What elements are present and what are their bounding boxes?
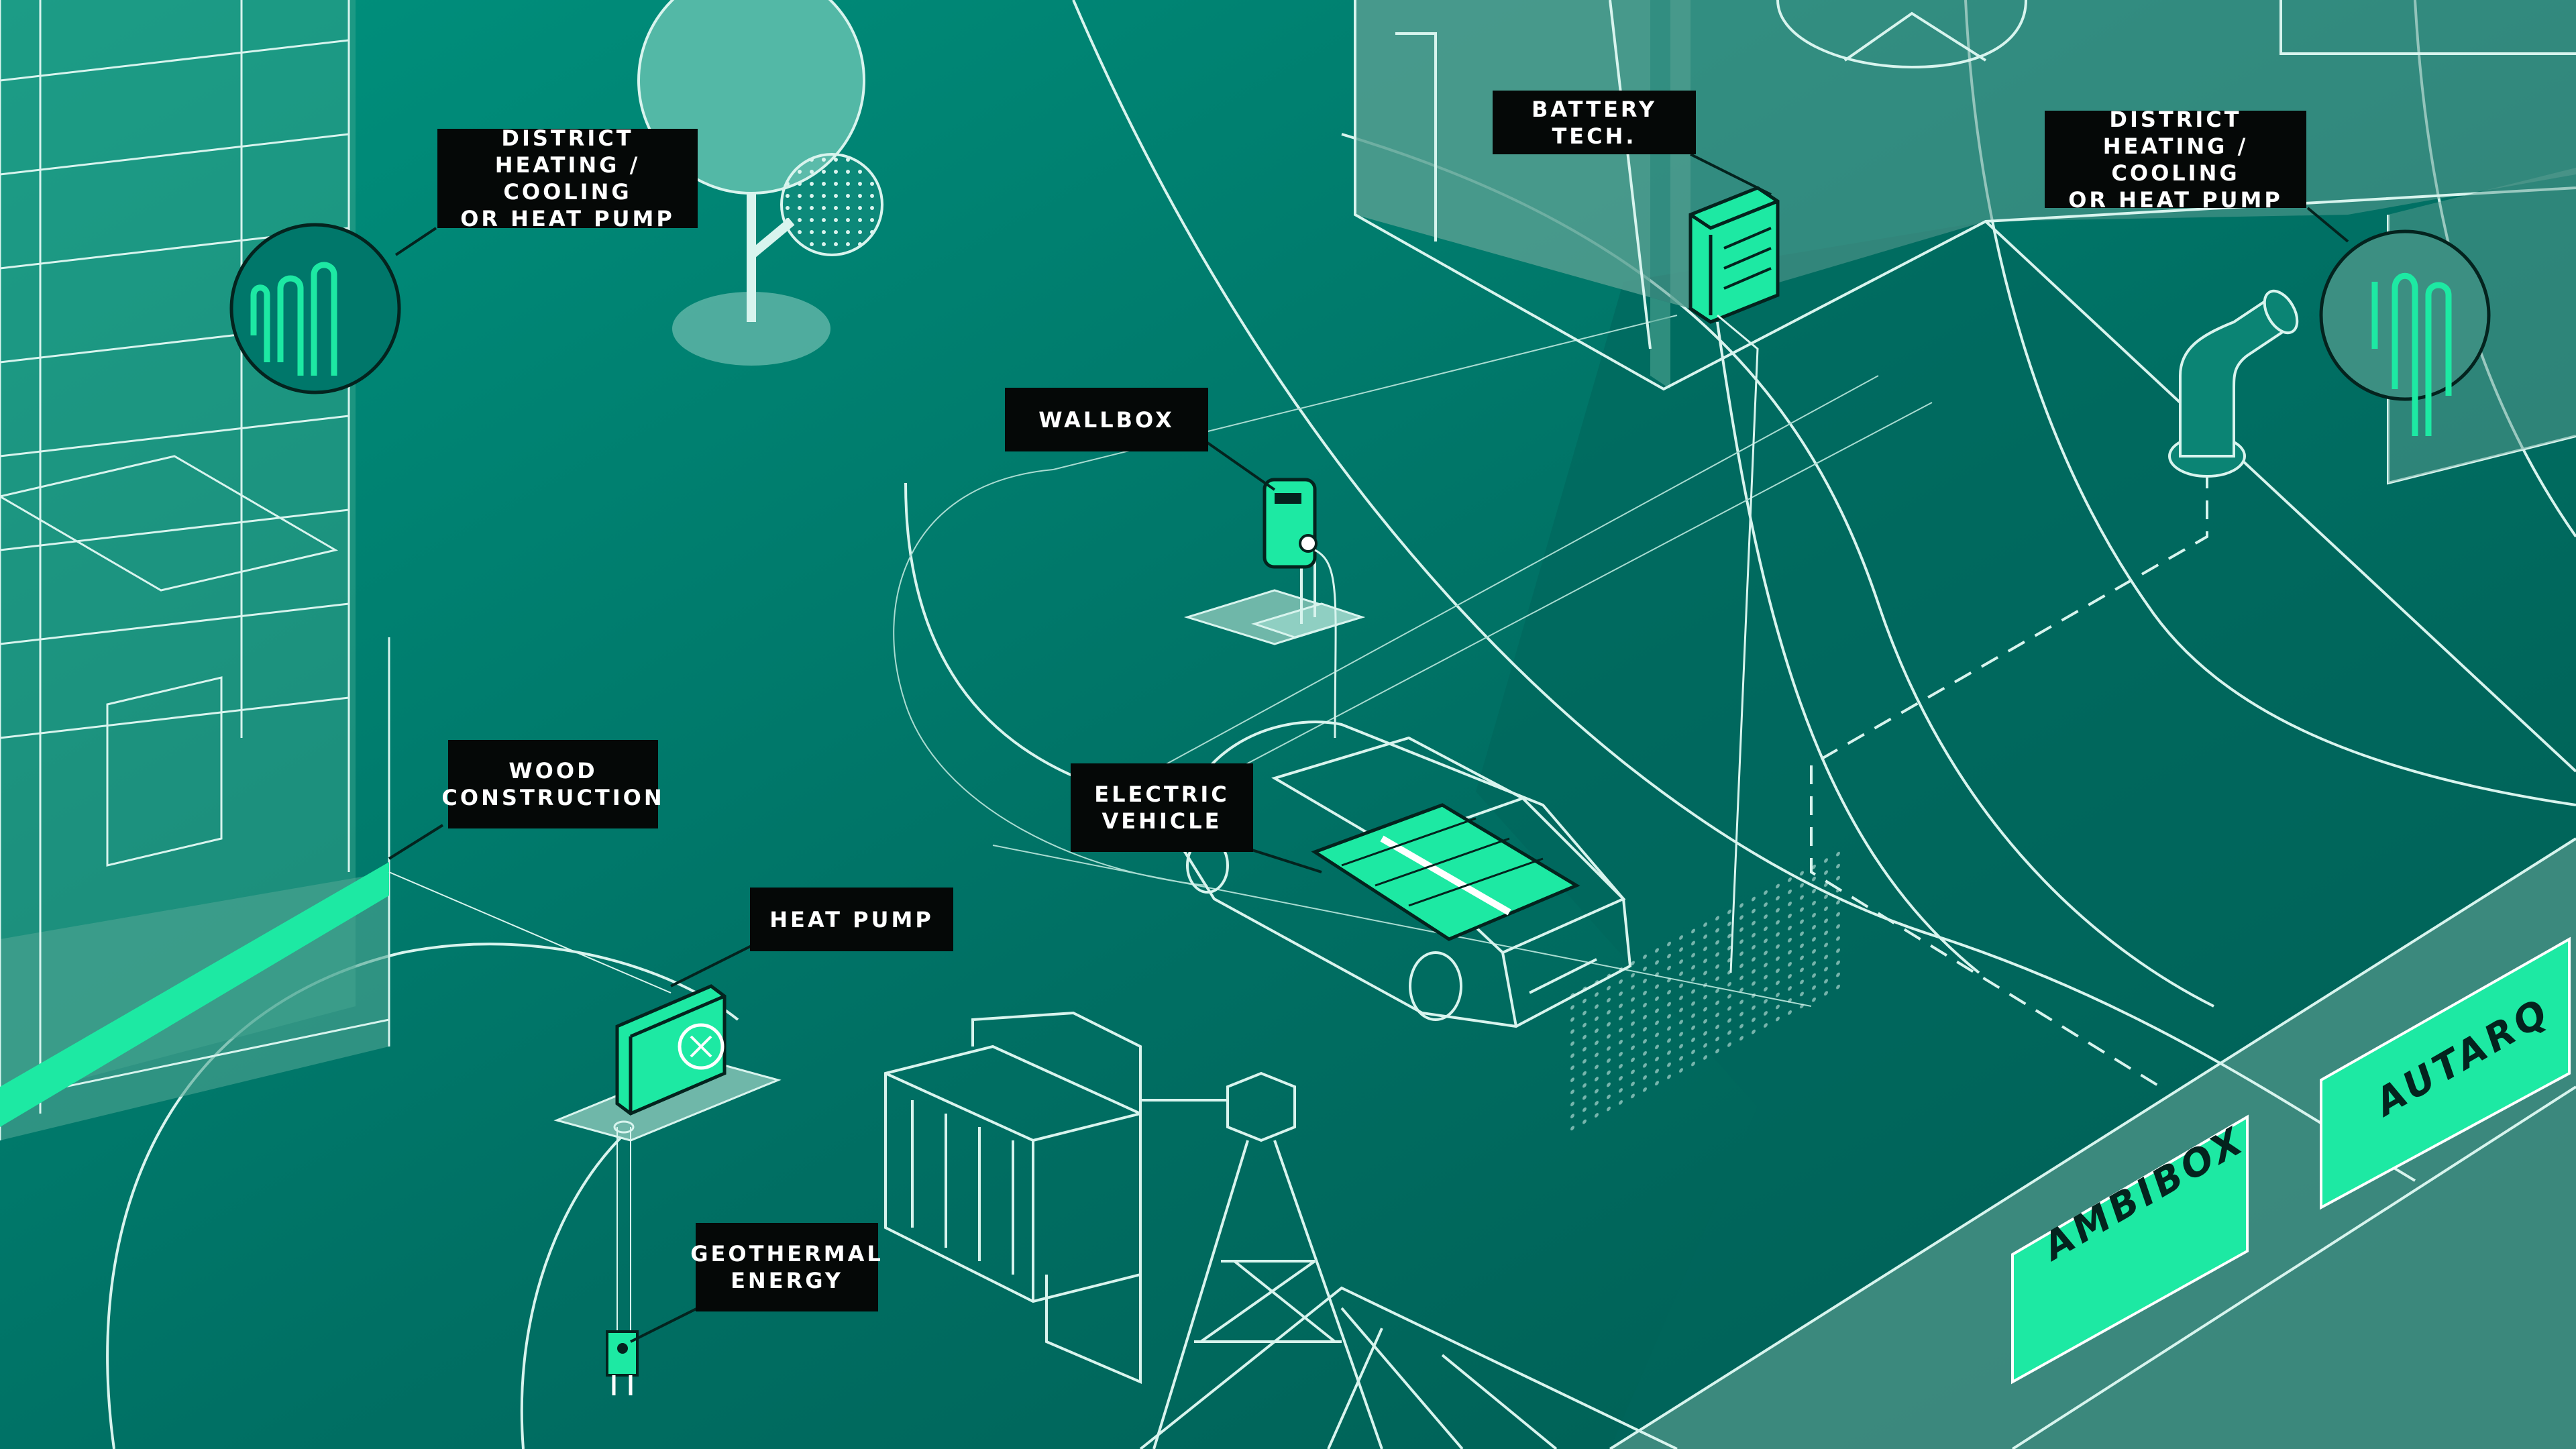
right-platform-lines (1609, 220, 2576, 1449)
wood-building (0, 0, 390, 1140)
wallbox-icon (1183, 478, 1366, 739)
heat-pipe (2168, 289, 2299, 478)
battery-tech-label: BATTERY TECH. (1493, 91, 1696, 154)
district-heating-left-label: DISTRICT HEATING / COOLING OR HEAT PUMP (437, 125, 698, 231)
wallbox-label: WALLBOX (1005, 388, 1208, 451)
district-heating-right-label: DISTRICT HEATING / COOLING OR HEAT PUMP (2045, 107, 2306, 213)
battery-unit-icon (1688, 186, 1780, 973)
ambibox-box (2011, 1114, 2249, 1385)
heat-pump-icon (553, 984, 782, 1342)
wood-construction-label: WOOD CONSTRUCTION (441, 740, 662, 828)
lattice-structure (884, 1011, 1678, 1449)
heat-pump-label: HEAT PUMP (750, 888, 953, 951)
autarq-box (2320, 936, 2571, 1210)
district-heating-right-callout (2306, 207, 2491, 436)
electric-vehicle-icon (1179, 720, 1632, 1028)
geothermal-icon (606, 1330, 639, 1395)
wood-leader-line (388, 871, 672, 994)
wood-construction-strip (0, 862, 389, 1127)
electric-vehicle-label: ELECTRIC VEHICLE (1071, 763, 1253, 852)
district-heating-left-callout (229, 223, 437, 394)
underground-pipe (1810, 470, 2208, 1088)
leader-lines (388, 153, 1772, 1343)
geothermal-energy-label: GEOTHERMAL ENERGY (690, 1223, 881, 1311)
ev-dots (1563, 843, 1845, 1142)
brand-boxes (2011, 936, 2571, 1385)
